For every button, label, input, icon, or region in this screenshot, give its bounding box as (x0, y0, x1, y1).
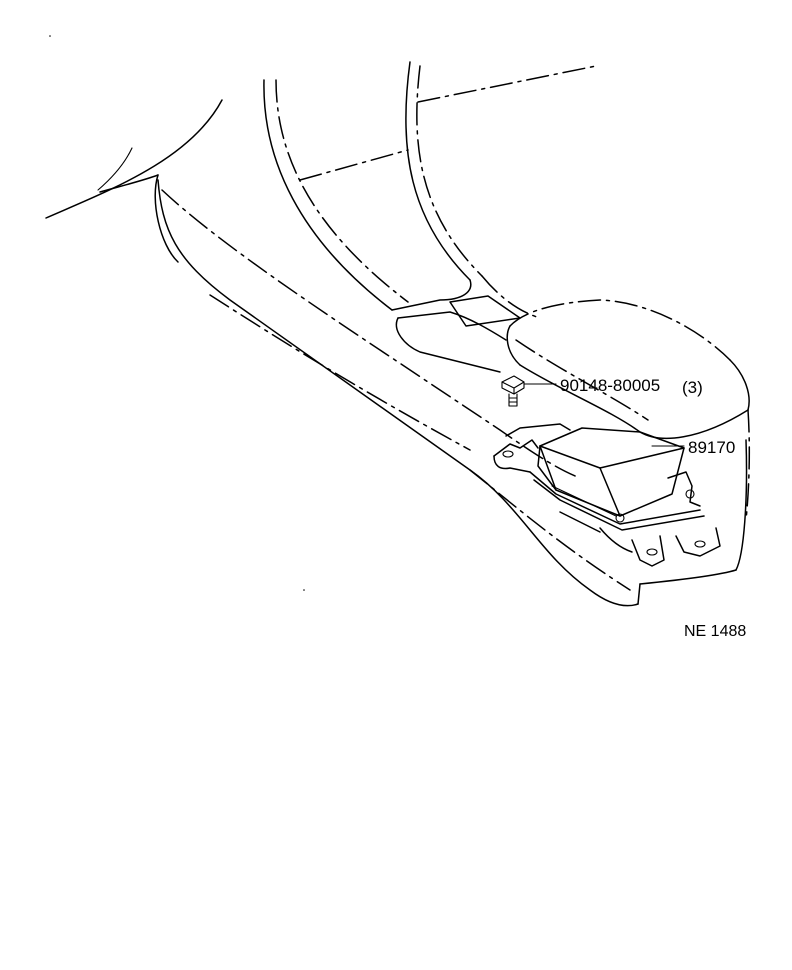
bolt-icon (501, 375, 525, 407)
console-armrest (506, 299, 751, 521)
module-part-number: 89170 (688, 438, 735, 457)
bolt-quantity: (3) (682, 378, 703, 397)
bolt-part-number: 90148-80005 (560, 376, 660, 395)
airbag-sensor-module-icon (493, 423, 721, 567)
body-phantom-lines (299, 65, 597, 181)
scan-speck (49, 35, 51, 37)
scan-speck (303, 589, 305, 591)
console-body (157, 179, 748, 607)
dashboard-outline (45, 99, 223, 263)
console-tunnel (263, 61, 541, 373)
leader-lines (523, 383, 685, 447)
figure-code: NE 1488 (684, 623, 746, 640)
